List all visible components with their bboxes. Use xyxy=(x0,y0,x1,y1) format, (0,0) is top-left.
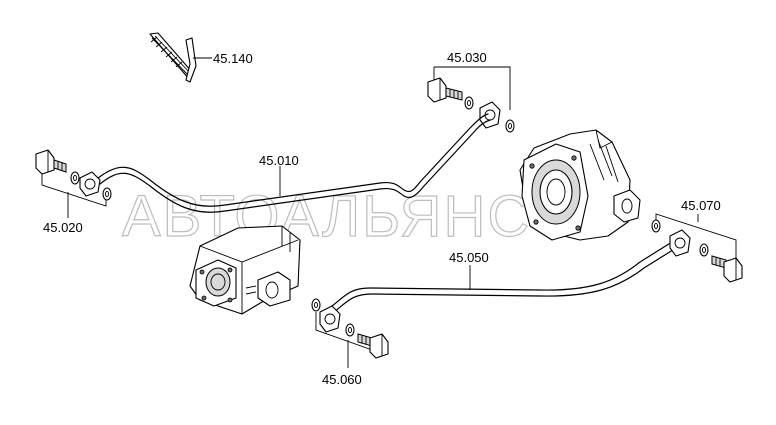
pipe-45050 xyxy=(331,241,677,313)
label-45050: 45.050 xyxy=(449,250,489,265)
banjo-bolt-45020 xyxy=(35,149,112,218)
watermark-text: АВТОАЛЬЯНС xyxy=(122,184,531,249)
banjo-bolt-45070 xyxy=(651,213,743,283)
valve-block-right xyxy=(519,129,641,241)
label-45070: 45.070 xyxy=(681,198,721,213)
label-45140: 45.140 xyxy=(213,51,253,66)
pipe-45010 xyxy=(97,113,491,213)
banjo-bolt-45030 xyxy=(427,66,515,133)
banjo-bolt-45060 xyxy=(311,298,389,368)
label-45010: 45.010 xyxy=(259,153,299,168)
valve-block-left xyxy=(189,225,301,315)
label-45030: 45.030 xyxy=(447,50,487,65)
cable-tie-part xyxy=(149,32,212,83)
label-45060: 45.060 xyxy=(322,372,362,387)
label-45020: 45.020 xyxy=(43,220,83,235)
